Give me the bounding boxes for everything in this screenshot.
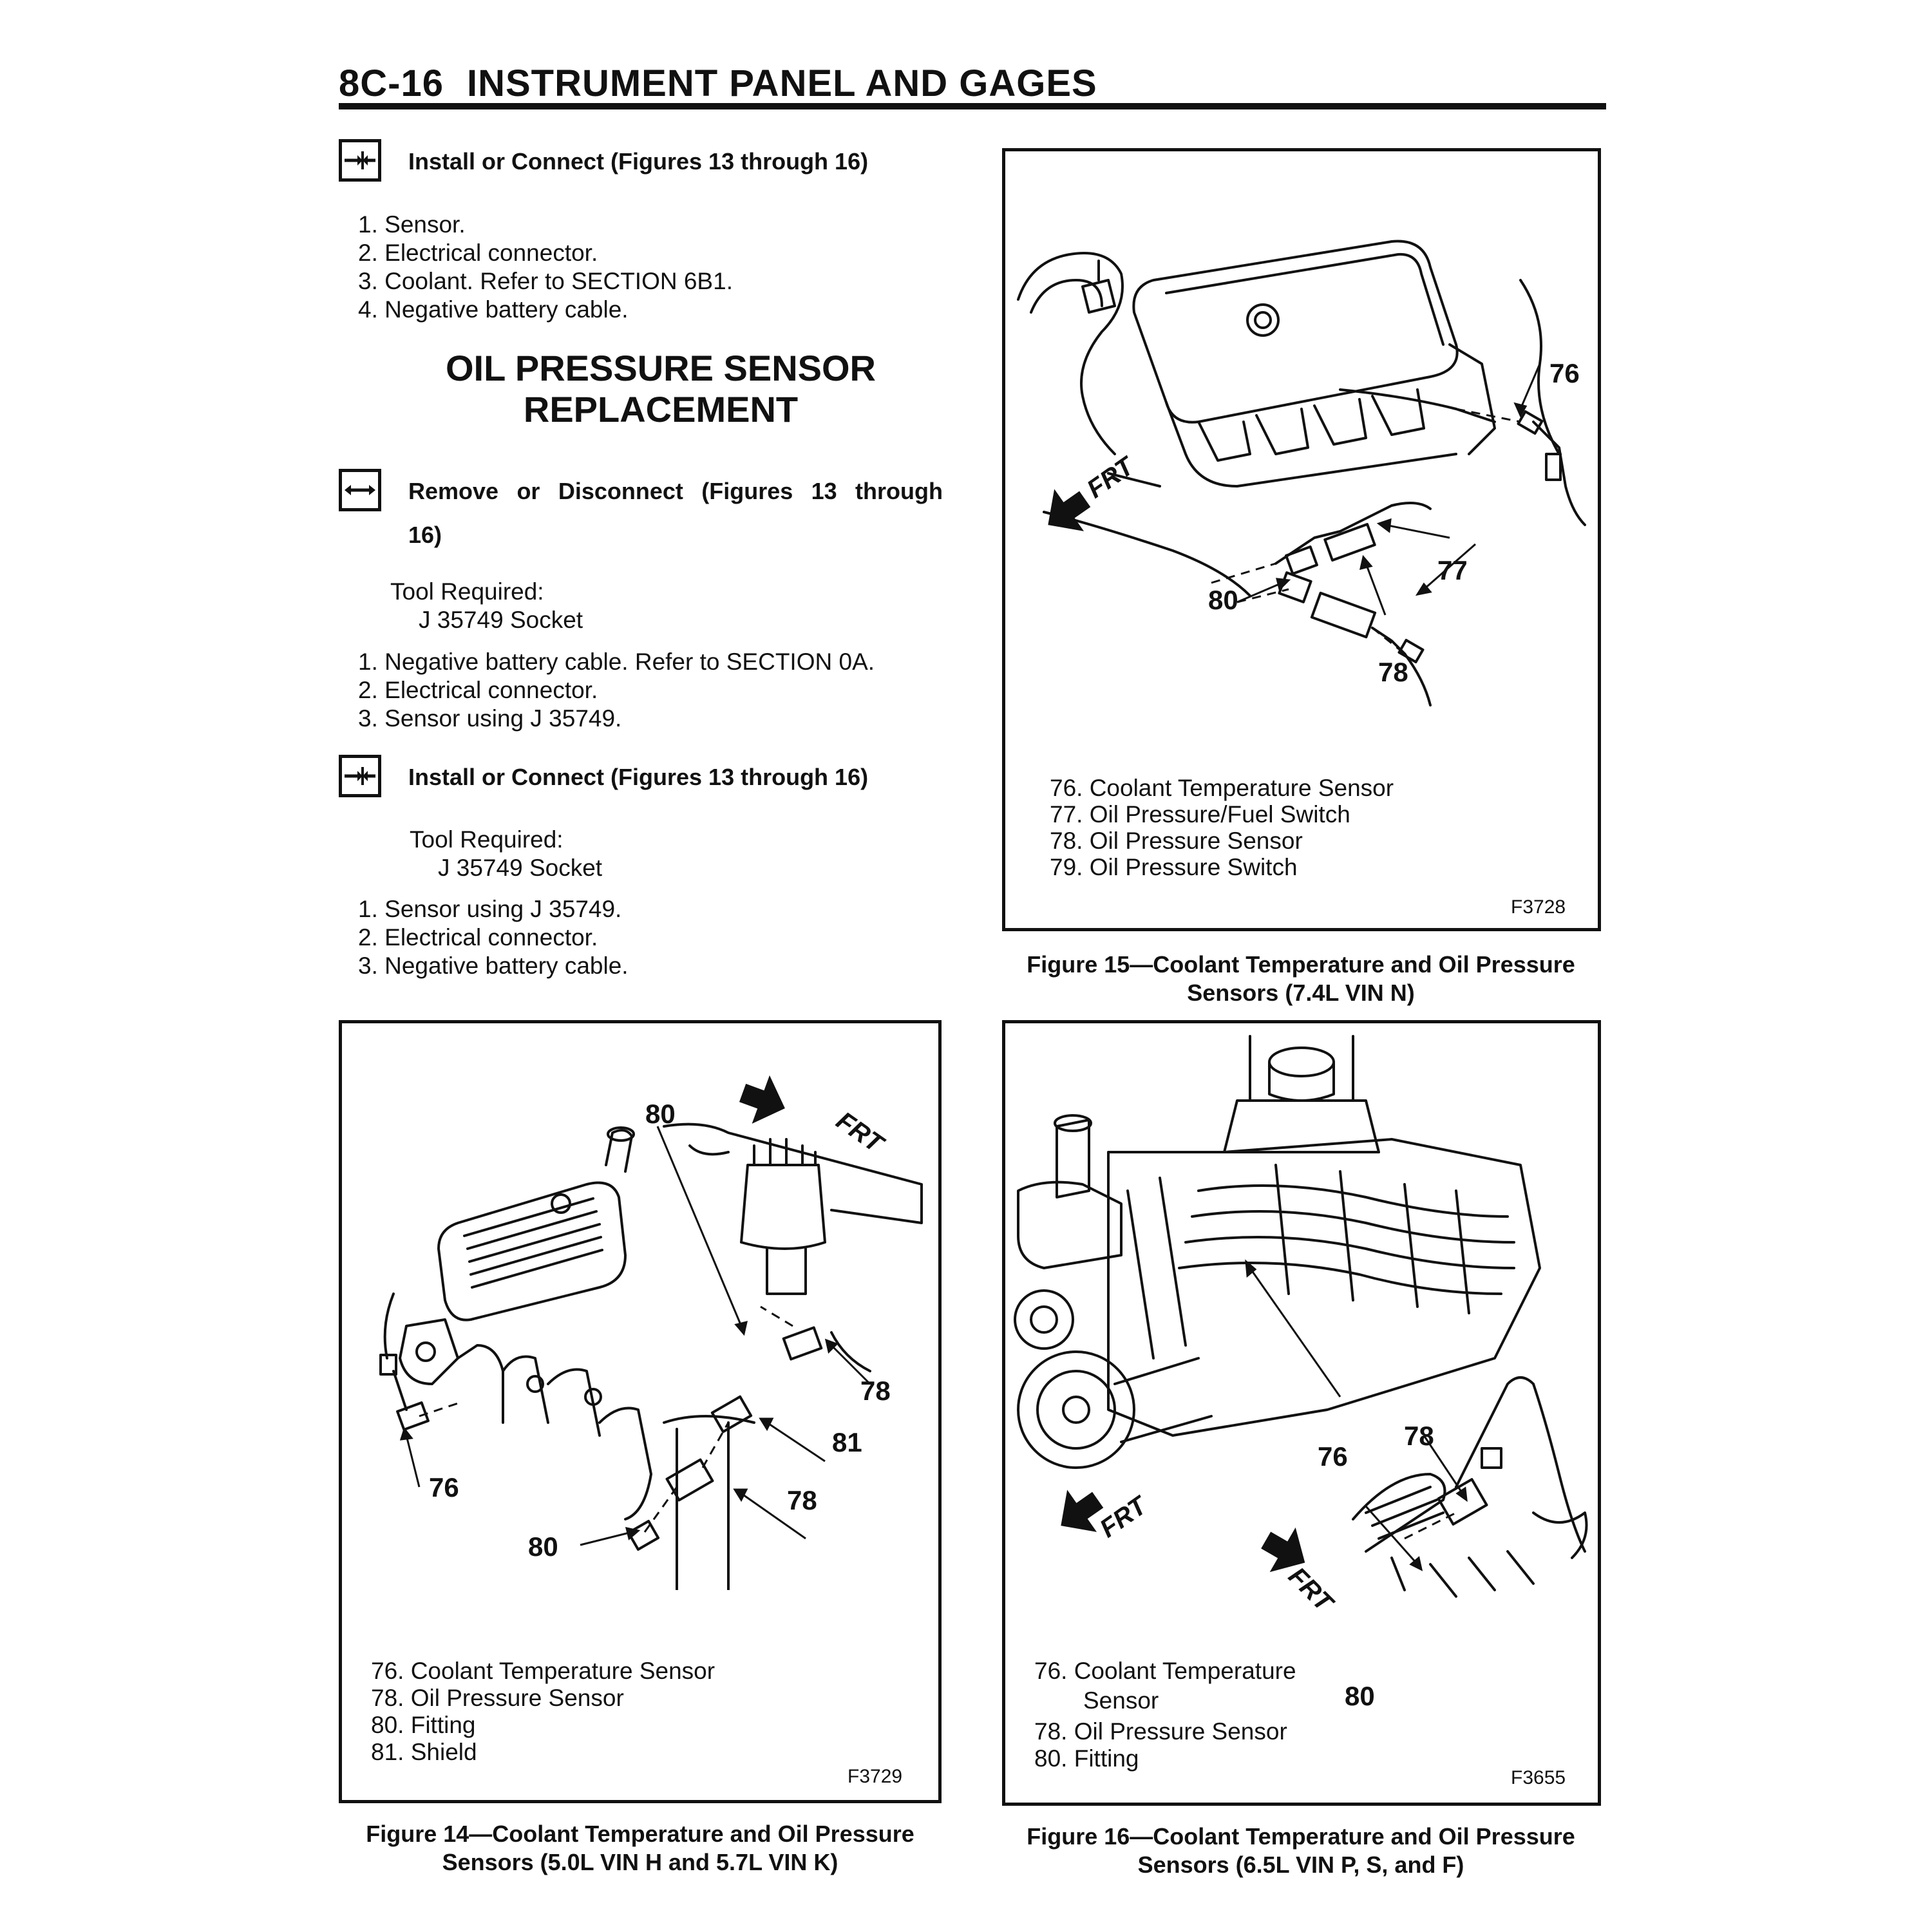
figure-15-caption-line-1: Figure 15—Coolant Temperature and Oil Pr… xyxy=(1027,951,1575,978)
figure-15-callout-77: 77 xyxy=(1437,555,1468,585)
figure-16-engine-drawing xyxy=(1014,1035,1588,1598)
install-heading-2: Install or Connect (Figures 13 through 1… xyxy=(408,764,869,790)
figure-15-legend-79: 79. Oil Pressure Switch xyxy=(1050,854,1298,880)
figure-15-callout-78: 78 xyxy=(1378,657,1408,687)
figure-16-legend-80: 80. Fitting xyxy=(1034,1745,1139,1772)
install1-step-2: 2. Electrical connector. xyxy=(358,240,598,266)
figure-14-callout-76: 76 xyxy=(429,1472,459,1502)
figure-16-legend-76-cont: Sensor xyxy=(1083,1687,1159,1714)
install2-step-1: 1. Sensor using J 35749. xyxy=(358,896,622,922)
figure-15-callout-76: 76 xyxy=(1549,358,1580,388)
page-header: 8C-16 INSTRUMENT PANEL AND GAGES xyxy=(339,62,1097,105)
figure-14-callout-78-lower: 78 xyxy=(787,1485,817,1515)
remove-disconnect-icon xyxy=(339,469,381,511)
figure-15-box xyxy=(1002,148,1601,931)
front-arrow-icon xyxy=(1048,489,1091,531)
figure-14-legend-80: 80. Fitting xyxy=(371,1712,476,1738)
install2-tool: J 35749 Socket xyxy=(438,855,603,881)
figure-14-caption: Figure 14—Coolant Temperature and Oil Pr… xyxy=(318,1820,962,1877)
figure-14-callout-81: 81 xyxy=(832,1427,862,1457)
figure-14-caption-line-1: Figure 14—Coolant Temperature and Oil Pr… xyxy=(366,1821,914,1847)
figure-16-legend-78: 78. Oil Pressure Sensor xyxy=(1034,1718,1287,1745)
figure-16-legend-76: 76. Coolant Temperature xyxy=(1034,1658,1296,1684)
install2-step-3: 3. Negative battery cable. xyxy=(358,952,629,979)
figure-15-callout-80: 80 xyxy=(1208,585,1238,615)
front-arrow-icon xyxy=(1261,1527,1305,1573)
figure-15-caption: Figure 15—Coolant Temperature and Oil Pr… xyxy=(979,951,1623,1007)
figure-16-caption: Figure 16—Coolant Temperature and Oil Pr… xyxy=(979,1823,1623,1879)
figure-14-legend-76: 76. Coolant Temperature Sensor xyxy=(371,1658,715,1684)
section-title-line-1: OIL PRESSURE SENSOR xyxy=(445,348,876,388)
page-title: INSTRUMENT PANEL AND GAGES xyxy=(466,62,1097,104)
remove-tool-label: Tool Required: xyxy=(390,578,544,605)
page-code: 8C-16 xyxy=(339,62,444,104)
install-connect-icon xyxy=(339,139,381,182)
figure-15-caption-line-2: Sensors (7.4L VIN N) xyxy=(1187,980,1415,1006)
remove-step-1: 1. Negative battery cable. Refer to SECT… xyxy=(358,649,875,675)
figure-14-id: F3729 xyxy=(848,1766,903,1787)
figure-16-box xyxy=(1002,1020,1601,1806)
header-rule xyxy=(339,103,1606,109)
install1-step-4: 4. Negative battery cable. xyxy=(358,296,629,323)
figure-16-caption-line-2: Sensors (6.5L VIN P, S, and F) xyxy=(1137,1852,1464,1878)
install2-tool-label: Tool Required: xyxy=(410,826,564,853)
figure-15-id: F3728 xyxy=(1511,896,1566,918)
figure-15-engine-drawing xyxy=(1017,240,1586,706)
section-title-line-2: REPLACEMENT xyxy=(523,389,799,430)
install-heading-1: Install or Connect (Figures 13 through 1… xyxy=(408,148,869,175)
section-title: OIL PRESSURE SENSOR REPLACEMENT xyxy=(339,348,983,430)
front-arrow-icon xyxy=(739,1075,785,1124)
figure-14-callout-80-lower: 80 xyxy=(528,1531,558,1562)
figure-14-engine-drawing xyxy=(379,1075,923,1590)
figure-16-callout-76: 76 xyxy=(1318,1441,1348,1472)
remove-tool: J 35749 Socket xyxy=(419,607,583,633)
figure-16-caption-line-1: Figure 16—Coolant Temperature and Oil Pr… xyxy=(1027,1823,1575,1850)
figure-14-callout-78-right: 78 xyxy=(860,1376,891,1406)
figure-16-callout-80: 80 xyxy=(1345,1681,1375,1711)
remove-heading-line-1: Remove or Disconnect (Figures 13 through xyxy=(408,478,943,504)
figure-15-legend-78: 78. Oil Pressure Sensor xyxy=(1050,828,1303,854)
figure-15-legend-77: 77. Oil Pressure/Fuel Switch xyxy=(1050,801,1350,828)
install-connect-icon xyxy=(339,755,381,797)
remove-heading-line-2: 16) xyxy=(408,522,442,548)
figure-14-callout-80-top: 80 xyxy=(645,1099,676,1129)
install1-step-3: 3. Coolant. Refer to SECTION 6B1. xyxy=(358,268,733,294)
front-arrow-icon xyxy=(1061,1490,1104,1532)
figure-14-legend-81: 81. Shield xyxy=(371,1739,477,1765)
figure-14-box xyxy=(339,1020,942,1803)
figure-16-id: F3655 xyxy=(1511,1767,1566,1788)
figure-15-legend-76: 76. Coolant Temperature Sensor xyxy=(1050,775,1394,801)
install1-step-1: 1. Sensor. xyxy=(358,211,466,238)
figure-14-caption-line-2: Sensors (5.0L VIN H and 5.7L VIN K) xyxy=(442,1849,838,1875)
figure-16-callout-78: 78 xyxy=(1404,1421,1434,1451)
remove-step-2: 2. Electrical connector. xyxy=(358,677,598,703)
remove-step-3: 3. Sensor using J 35749. xyxy=(358,705,622,732)
install2-step-2: 2. Electrical connector. xyxy=(358,924,598,951)
figure-14-legend-78: 78. Oil Pressure Sensor xyxy=(371,1685,624,1711)
